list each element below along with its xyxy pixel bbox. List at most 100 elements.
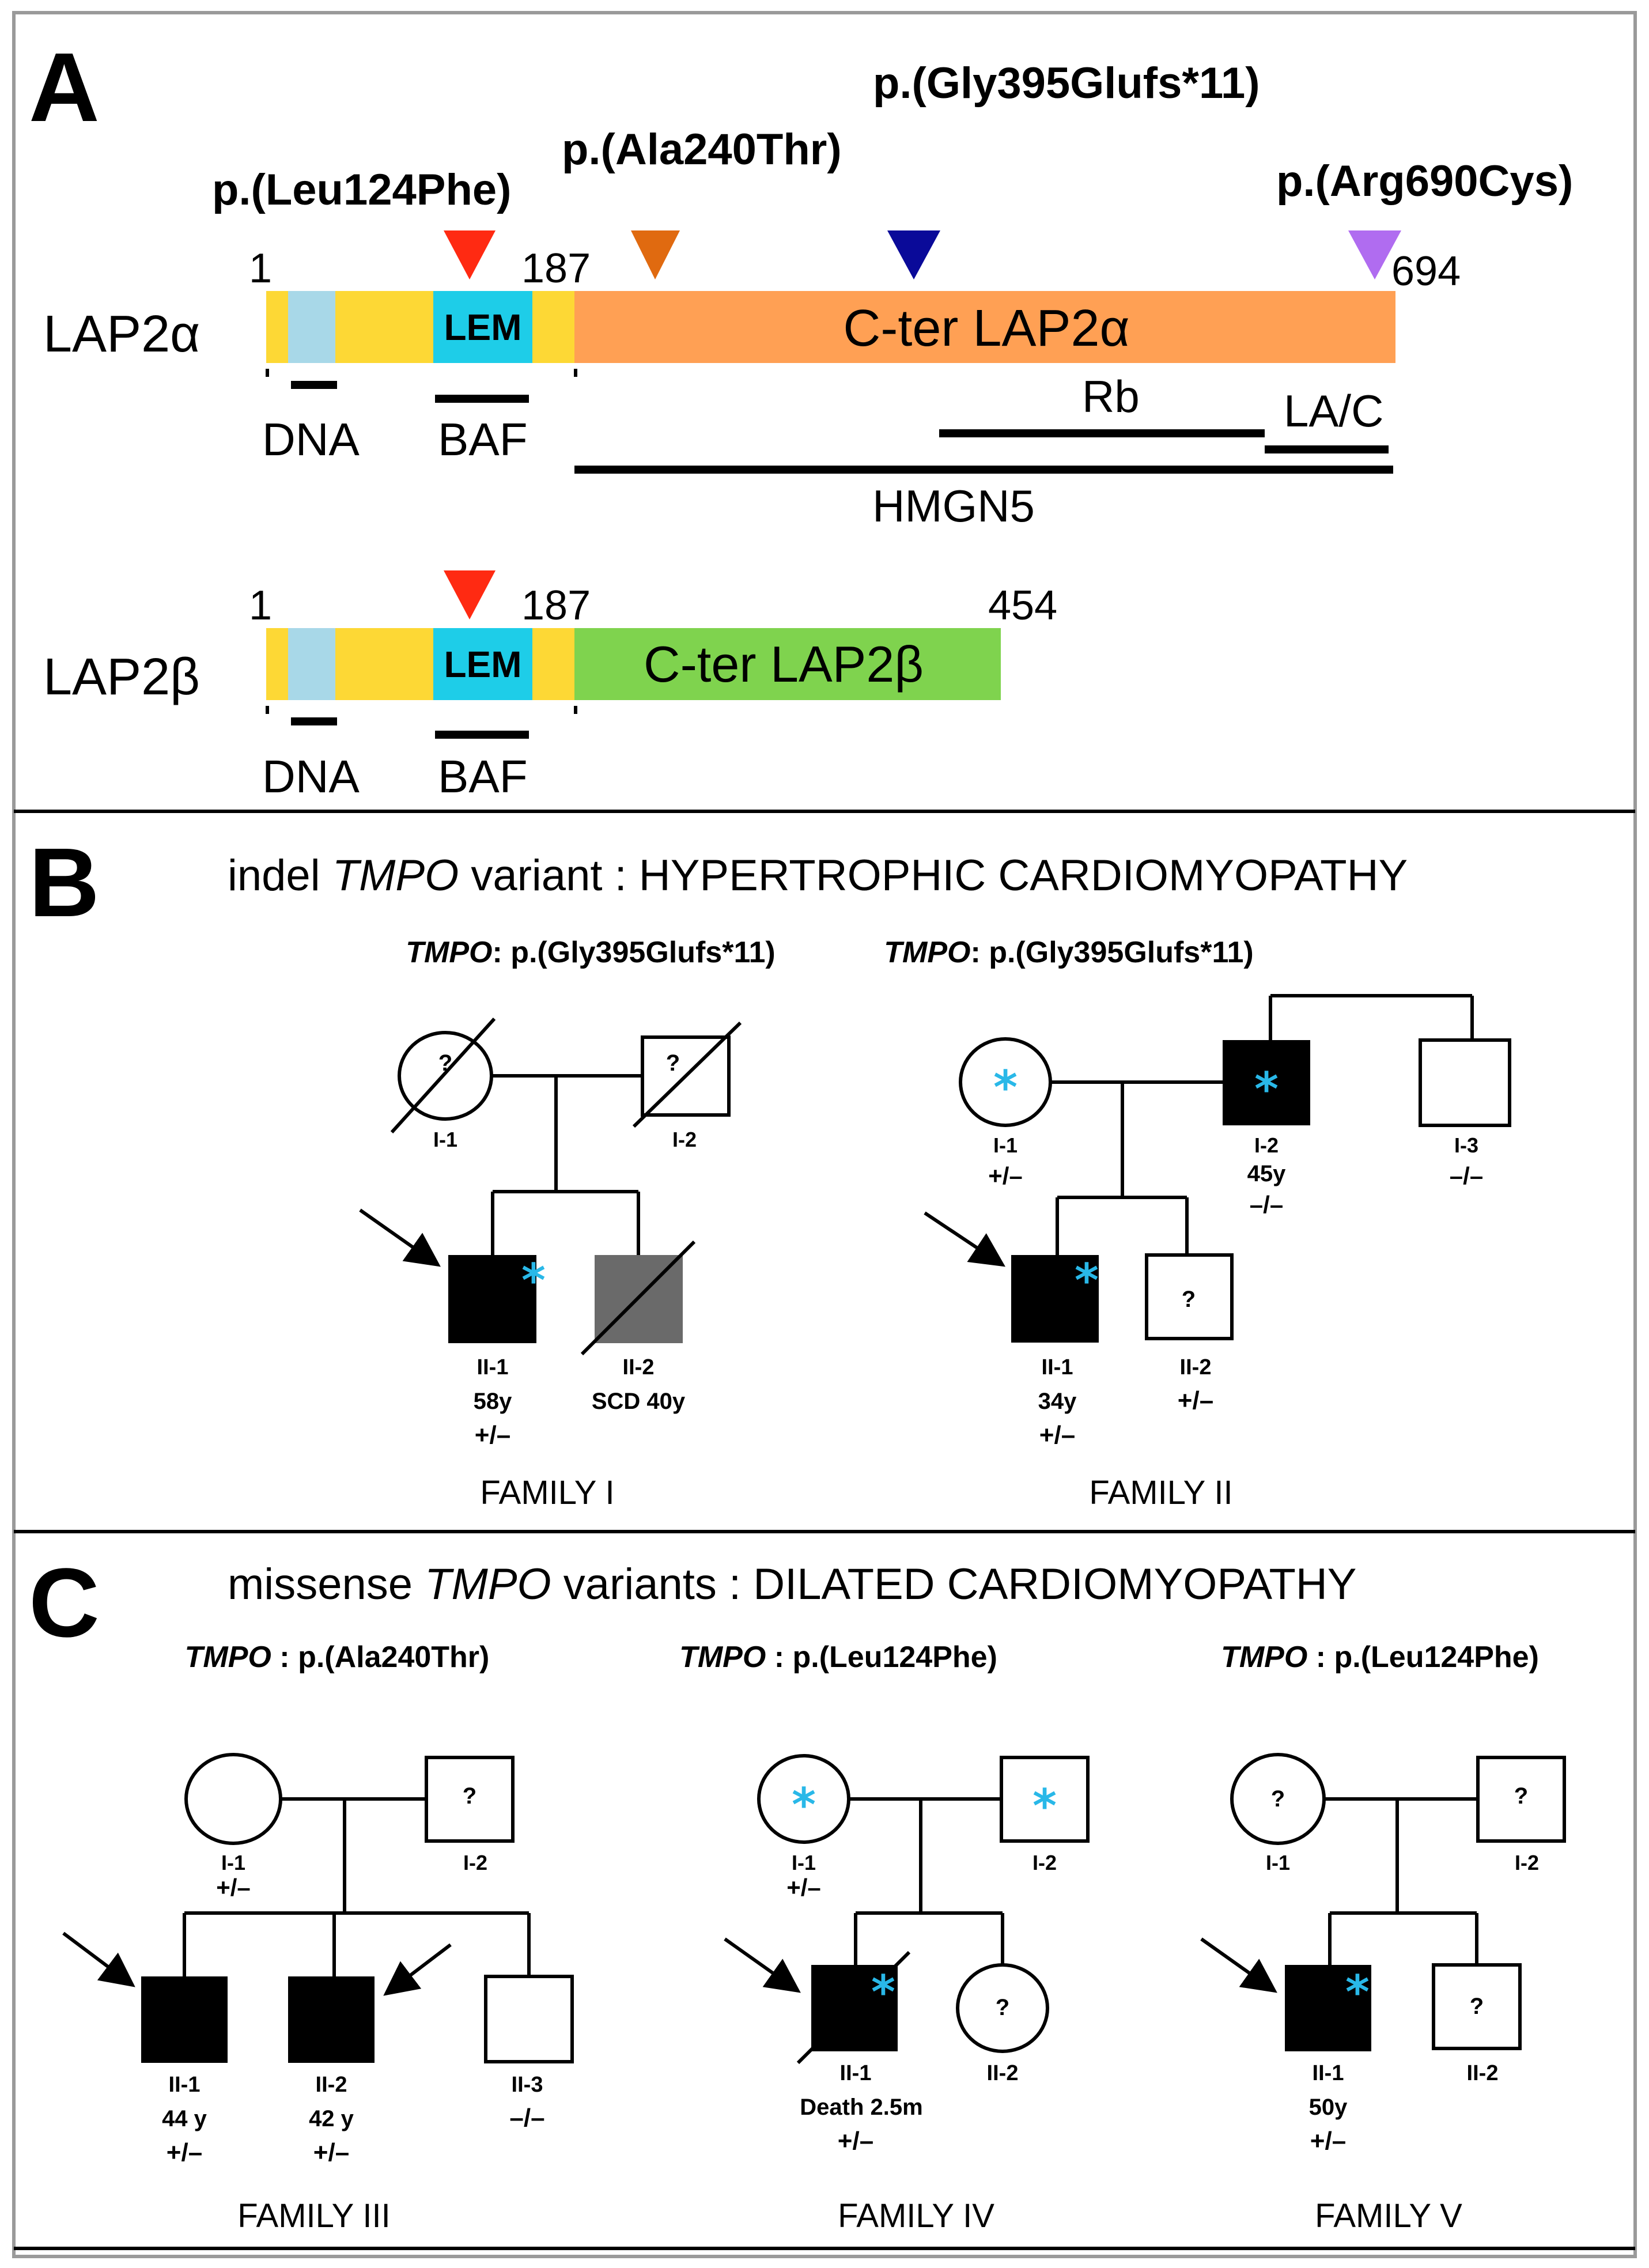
family-iii-ii2-age: 42 y — [309, 2106, 354, 2131]
family-v-variant-gene: TMPO — [1221, 1640, 1307, 1674]
lap2-alpha-name: LAP2α — [43, 305, 200, 363]
panel-b-title-gene: TMPO — [332, 851, 459, 900]
family-ii-ii1-asterisk-icon: * — [1075, 1254, 1099, 1307]
leu124phe-marker-triangle — [444, 230, 496, 279]
panel-c: C missense TMPO variants : DILATED CARDI… — [29, 1548, 1566, 2235]
family-iv-variant-gene: TMPO — [679, 1640, 766, 1674]
lap2-alpha-dna-label: DNA — [262, 414, 360, 465]
family-iii-i2-male-symbol — [425, 1756, 515, 1843]
family-iv-i1-genotype: +/– — [786, 1874, 821, 1901]
family-iii-ii2-id: II-2 — [316, 2073, 347, 2097]
family-v-variant-text: : p.(Leu124Phe) — [1307, 1640, 1539, 1674]
family-i-ii1-affected-male-symbol — [448, 1255, 536, 1343]
panel-b: B indel TMPO variant : HYPERTROPHIC CARD… — [29, 828, 1511, 1511]
tick — [266, 369, 269, 377]
family-v-i1-id: I-1 — [1266, 1851, 1290, 1874]
lap2-beta-c-ter-domain — [574, 628, 1001, 700]
family-i-ii1-age: 58y — [474, 1389, 512, 1414]
deceased-slash — [390, 1017, 496, 1134]
family-i-ii1-genotype: +/– — [475, 1421, 510, 1449]
family-iii-ii3-genotype: –/– — [509, 2104, 544, 2132]
family-i-i1-id: I-1 — [433, 1128, 457, 1151]
family-ii-ii2-id: II-2 — [1180, 1355, 1212, 1379]
family-ii-ii2-mark: ? — [1182, 1287, 1196, 1312]
gly395glufs-marker-triangle — [887, 230, 940, 279]
family-ii-variant-text: : p.(Gly395Glufs*11) — [970, 936, 1253, 969]
family-i-ii2-id: II-2 — [623, 1355, 655, 1379]
family-ii-i1-asterisk-icon: * — [993, 1061, 1018, 1114]
family-iv-i1-id: I-1 — [792, 1851, 816, 1874]
mutation-label-gly395glufs: p.(Gly395Glufs*11) — [873, 59, 1260, 108]
family-i-variant-gene: TMPO — [406, 936, 492, 969]
family-ii-i2-genotype: –/– — [1250, 1191, 1283, 1218]
family-iii-variant: TMPO : p.(Ala240Thr) — [185, 1640, 490, 1674]
family-ii-ii1-age: 34y — [1038, 1389, 1077, 1414]
family-iv-variant-text: : p.(Leu124Phe) — [766, 1640, 997, 1674]
family-v-ii1-genotype: +/– — [1310, 2127, 1346, 2155]
panel-a-letter: A — [29, 33, 100, 142]
lap2-beta-dna-label: DNA — [262, 751, 360, 802]
family-ii-ii1-id: II-1 — [1042, 1355, 1073, 1379]
family-v-i1-mark: ? — [1271, 1786, 1285, 1812]
lap2-beta-name: LAP2β — [43, 648, 200, 706]
pedigree-family-ii: TMPO: p.(Gly395Glufs*11) * I-1 +/– * I-2… — [884, 936, 1511, 1511]
family-v-ii2-mark: ? — [1470, 1994, 1484, 2019]
family-iii-i2-mark: ? — [463, 1783, 476, 1809]
lap2-beta-dna-binding-region — [288, 628, 335, 700]
deceased-slash — [796, 1951, 911, 2065]
lap2-beta-pos-lem-end: 187 — [521, 583, 591, 629]
lap2-beta-leu124phe-marker-triangle — [444, 570, 496, 619]
family-iii-i1-id: I-1 — [221, 1851, 245, 1874]
lap2-beta-c-ter-label: C-ter LAP2β — [644, 636, 924, 693]
family-iii-variant-text: : p.(Ala240Thr) — [271, 1640, 490, 1674]
pedigree-family-iv: TMPO : p.(Leu124Phe) * I-1 +/– * I-2 5 *… — [679, 1640, 1090, 2235]
family-ii-i2-affected-male-symbol — [1223, 1040, 1310, 1125]
family-i-i1-mark: ? — [438, 1050, 452, 1076]
family-ii-i3-id: I-3 — [1454, 1133, 1478, 1157]
family-ii-i3-male-symbol — [1419, 1038, 1511, 1127]
proband-arrow-icon — [359, 1208, 441, 1267]
lap2-alpha-pos-end: 694 — [1391, 248, 1461, 294]
pedigree-family-iii: TMPO : p.(Ala240Thr) I-1 +/– ? I-2 3 II-… — [62, 1640, 574, 2235]
family-iii-ii1-age: 44 y — [162, 2106, 207, 2131]
lap2-alpha-lem-label: LEM — [444, 307, 521, 348]
panel-b-letter: B — [29, 828, 100, 938]
proband-arrow-icon — [924, 1211, 1005, 1267]
tick — [574, 369, 577, 377]
family-iii-ii2-affected-male-symbol — [288, 1976, 375, 2063]
family-iii-ii2-number: 4 — [317, 1994, 346, 2051]
family-iii-i1-genotype: +/– — [216, 1874, 251, 1901]
deceased-slash — [580, 1240, 696, 1356]
lap2-beta-baf-label: BAF — [438, 751, 528, 802]
family-i-ii1-number: 1 — [475, 1273, 504, 1331]
family-v-ii1-id: II-1 — [1313, 2061, 1344, 2085]
ala240thr-marker-triangle — [631, 230, 680, 279]
family-iv-name: FAMILY IV — [838, 2197, 994, 2235]
family-iv-ii2-female-symbol — [956, 1963, 1049, 2053]
panel-c-title-gene: TMPO — [425, 1560, 551, 1609]
family-ii-i1-id: I-1 — [993, 1133, 1018, 1157]
family-v-ii1-affected-male-symbol — [1285, 1965, 1371, 2051]
family-iv-i2-male-symbol — [1000, 1756, 1090, 1843]
family-i-ii2-note: SCD 40y — [592, 1389, 686, 1414]
panel-a: A p.(Gly395Glufs*11) p.(Ala240Thr) p.(Le… — [29, 33, 1573, 802]
family-i-i2-mark: ? — [666, 1050, 680, 1076]
family-iii-ii3-male-symbol — [484, 1975, 574, 2063]
lap2-alpha-pos-start: 1 — [249, 245, 272, 292]
proband-arrow-icon — [724, 1937, 801, 1993]
family-i-variant-text: : p.(Gly395Glufs*11) — [492, 936, 775, 969]
deceased-slash — [632, 1021, 742, 1128]
figure-frame — [12, 11, 1637, 2258]
family-iii-name: FAMILY III — [237, 2197, 390, 2235]
family-v-ii1-age: 50y — [1309, 2095, 1348, 2120]
lap2-alpha-lem-domain — [433, 291, 532, 363]
family-iv-variant: TMPO : p.(Leu124Phe) — [679, 1640, 997, 1674]
family-iii-ii1-number: 3 — [170, 1994, 199, 2051]
family-i-name: FAMILY I — [480, 1474, 614, 1511]
tick — [266, 706, 269, 714]
family-v-i2-id: I-2 — [1515, 1851, 1539, 1874]
lap2-alpha-lac-label: LA/C — [1284, 385, 1383, 436]
lap2-alpha-rb-label: Rb — [1082, 371, 1140, 422]
family-i-variant: TMPO: p.(Gly395Glufs*11) — [406, 936, 776, 969]
family-iv-i2-id: I-2 — [1032, 1851, 1057, 1874]
